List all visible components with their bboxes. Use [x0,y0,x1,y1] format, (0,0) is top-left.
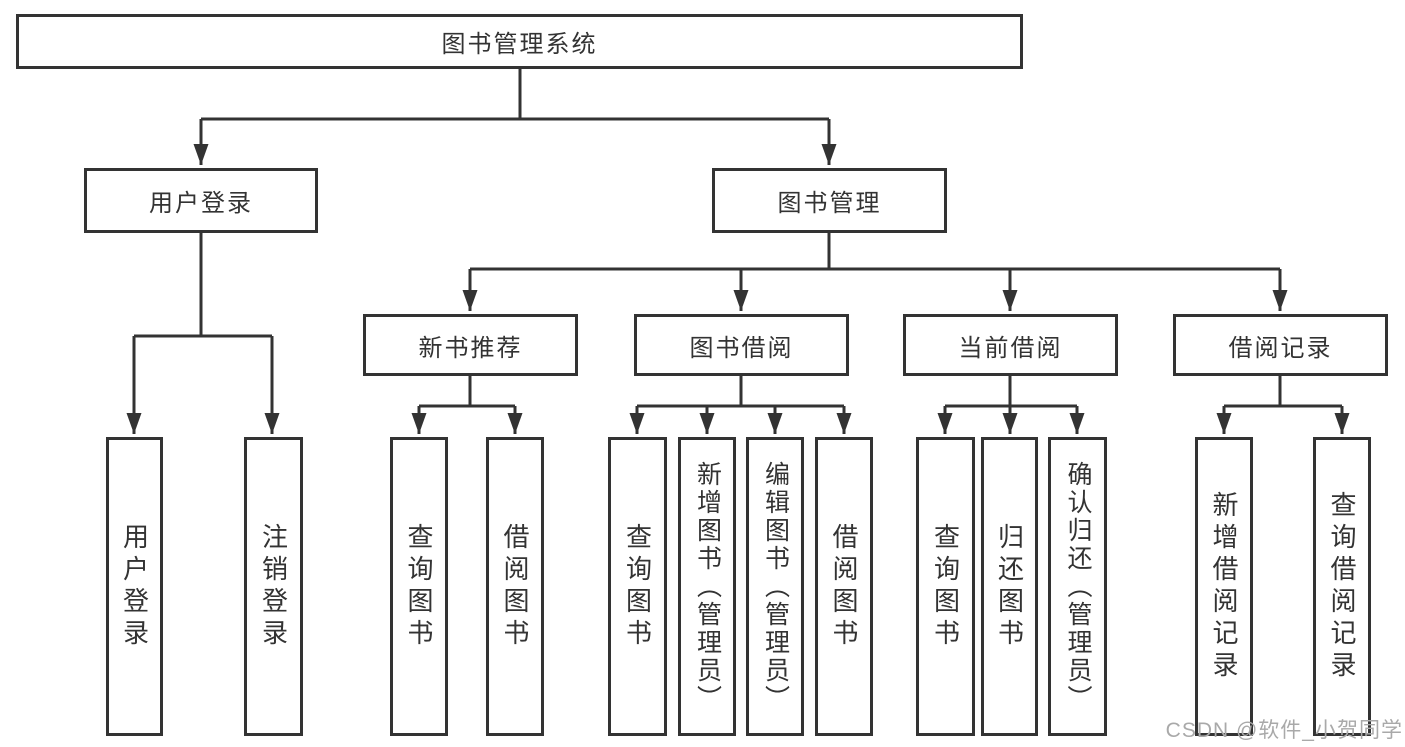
node-label: 当前借阅 [958,334,1063,362]
node-label: 新书推荐 [418,334,523,362]
leaf-label: 编辑图书（管理员） [761,460,790,713]
csdn-watermark: CSDN @软件_小贺同学 [1165,719,1403,742]
leaf-label: 借阅图书 [500,522,530,651]
leaf-label: 查询图书 [930,522,961,651]
node-label: 图书管理 [777,190,882,217]
leaf-label: 注销登录 [258,522,289,651]
leaf-borrow-books: 借阅图书 [815,437,873,736]
node-user-login: 用户登录 [84,168,318,233]
leaf-label: 查询借阅记录 [1327,490,1357,683]
leaf-query-books: 查询图书 [916,437,975,736]
leaf-label: 用户登录 [119,522,150,651]
leaf-label: 新增图书（管理员） [693,460,722,713]
node-new-book-recommend: 新书推荐 [363,314,578,376]
leaf-label: 归还图书 [994,522,1025,651]
leaf-label: 确认归还（管理员） [1064,460,1092,713]
node-label: 图书管理系统 [441,31,598,58]
leaf-query-books: 查询图书 [390,437,448,736]
leaf-user-login: 用户登录 [106,437,163,736]
leaf-borrow-books: 借阅图书 [486,437,544,736]
node-book-borrow: 图书借阅 [634,314,849,376]
leaf-label: 查询图书 [622,522,653,651]
node-label: 图书借阅 [689,334,794,362]
node-book-management: 图书管理 [712,168,947,233]
leaf-query-books: 查询图书 [608,437,667,736]
leaf-label: 借阅图书 [829,522,859,651]
leaf-label: 新增借阅记录 [1209,490,1239,683]
node-borrow-records: 借阅记录 [1173,314,1388,376]
node-current-borrow: 当前借阅 [903,314,1118,376]
leaf-edit-book-admin: 编辑图书（管理员） [746,437,804,736]
leaf-return-book: 归还图书 [981,437,1038,736]
node-label: 用户登录 [149,190,253,217]
leaf-confirm-return-admin: 确认归还（管理员） [1048,437,1107,736]
leaf-label: 查询图书 [404,522,434,651]
leaf-query-borrow-record: 查询借阅记录 [1313,437,1371,736]
node-library-management-system: 图书管理系统 [16,14,1023,69]
leaf-add-book-admin: 新增图书（管理员） [678,437,736,736]
node-label: 借阅记录 [1228,334,1333,362]
leaf-add-borrow-record: 新增借阅记录 [1195,437,1253,736]
leaf-logout: 注销登录 [244,437,303,736]
